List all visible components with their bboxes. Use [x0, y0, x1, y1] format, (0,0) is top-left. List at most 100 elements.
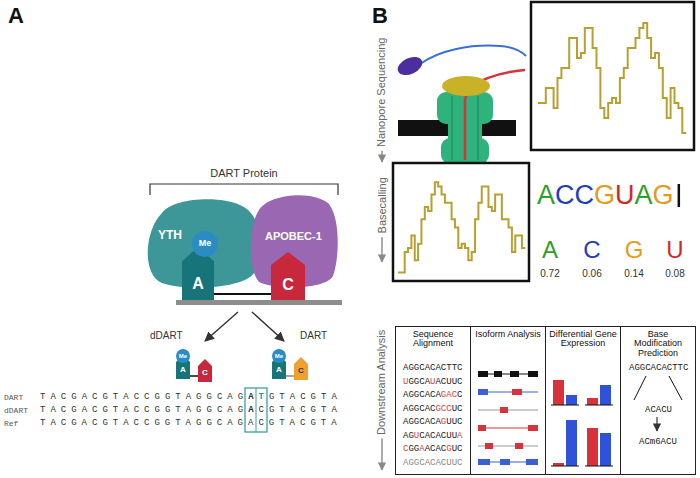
glyph: U	[452, 377, 457, 387]
aligned-read: AGGCACACTTC	[403, 363, 462, 373]
base-probability: 0.72	[540, 268, 559, 280]
glyph: C	[217, 392, 227, 402]
glyph: U	[446, 417, 451, 427]
glyph: A	[435, 444, 440, 454]
nanopore	[477, 96, 478, 160]
glyph: G	[594, 180, 615, 210]
glyph: T	[259, 392, 269, 402]
glyph: C	[134, 392, 144, 402]
glyph: C	[61, 392, 71, 402]
panel-letter: B	[372, 3, 388, 28]
nanopore	[442, 76, 490, 96]
glyph: C	[419, 431, 424, 441]
base-probability-letter: C	[583, 236, 600, 264]
glyph: G	[269, 392, 279, 402]
glyph: G	[154, 392, 164, 402]
modification-sketch	[669, 376, 682, 400]
base-probability: 0.06	[582, 268, 601, 280]
variant-cartoon	[198, 359, 212, 382]
base-letter: A	[276, 365, 282, 374]
glyph: A	[435, 377, 440, 387]
glyph: C	[441, 404, 446, 414]
glyph: G	[408, 390, 413, 400]
expression-bars	[566, 395, 577, 405]
nanopore	[395, 53, 425, 78]
panel-heading: Base Modification Prediction	[623, 330, 693, 358]
glyph: A	[123, 405, 133, 415]
glyph: A	[331, 405, 341, 415]
glyph: A	[425, 363, 430, 373]
glyph: A	[403, 404, 408, 414]
glyph: G	[408, 377, 413, 387]
glyph: T	[40, 405, 50, 415]
expression-bars	[600, 433, 611, 466]
squiggle-trace	[398, 182, 525, 272]
glyph: U	[452, 458, 457, 468]
panel-letter: A	[8, 3, 24, 28]
glyph: C	[430, 417, 435, 427]
glyph: G	[408, 417, 413, 427]
reference-sequence: AGGCACACTTC	[629, 363, 688, 373]
glyph: C	[419, 363, 424, 373]
glyph: G	[653, 180, 674, 210]
glyph: A	[446, 390, 451, 400]
glyph: A	[435, 417, 440, 427]
glyph: C	[259, 405, 269, 415]
panel-heading: Sequence Alignment	[398, 330, 468, 349]
glyph: C	[441, 458, 446, 468]
isoform-tracks	[515, 443, 523, 449]
glyph: C	[92, 405, 102, 415]
nanopore	[420, 46, 526, 64]
stage-arrows	[382, 151, 680, 470]
aligned-read: AGGCACGCCUC	[403, 404, 462, 414]
glyph: G	[196, 405, 206, 415]
read-name: dDART	[4, 406, 28, 415]
base-letter: C	[202, 368, 208, 377]
glyph: C	[441, 377, 446, 387]
variant-label: dDART	[150, 330, 183, 342]
glyph: A	[403, 458, 408, 468]
glyph: C	[419, 458, 424, 468]
protein-domain: APOBEC-1C	[245, 190, 340, 303]
glyph: G	[414, 377, 419, 387]
base-letter: C	[271, 276, 305, 294]
glyph: A	[82, 392, 92, 402]
glyph: A	[635, 180, 653, 210]
glyph: C	[300, 405, 310, 415]
glyph: G	[238, 405, 248, 415]
glyph: C	[419, 390, 424, 400]
squiggle-trace	[538, 23, 686, 133]
glyph: C	[457, 417, 462, 427]
glyph: C	[430, 444, 435, 454]
base-probability-letter: U	[666, 236, 683, 264]
stage-arrows	[381, 439, 382, 470]
glyph: U	[615, 180, 635, 210]
glyph: C	[452, 390, 457, 400]
expression-bars	[553, 380, 564, 405]
expression-bars	[587, 398, 598, 405]
glyph: A	[331, 392, 341, 402]
glyph: C	[457, 444, 462, 454]
glyph: C	[217, 405, 227, 415]
methyl-mark-outline	[192, 231, 218, 257]
isoform-tracks	[528, 425, 538, 431]
domain-name: YTH	[158, 229, 182, 243]
glyph: C	[441, 363, 446, 373]
glyph: C	[441, 444, 446, 454]
glyph: A	[186, 405, 196, 415]
modification-sketch	[634, 376, 682, 431]
glyph: G	[408, 363, 413, 373]
squiggle-frame	[531, 2, 694, 150]
glyph: A	[290, 392, 300, 402]
glyph: T	[321, 405, 331, 415]
glyph: G	[408, 404, 413, 414]
glyph: G	[311, 405, 321, 415]
glyph: C	[61, 405, 71, 415]
glyph: U	[403, 377, 408, 387]
isoform-tracks	[478, 459, 490, 465]
glyph: C	[430, 363, 435, 373]
isoform-tracks	[478, 425, 486, 431]
isoform-tracks	[528, 371, 538, 377]
glyph: G	[102, 405, 112, 415]
isoform-tracks	[526, 459, 538, 465]
